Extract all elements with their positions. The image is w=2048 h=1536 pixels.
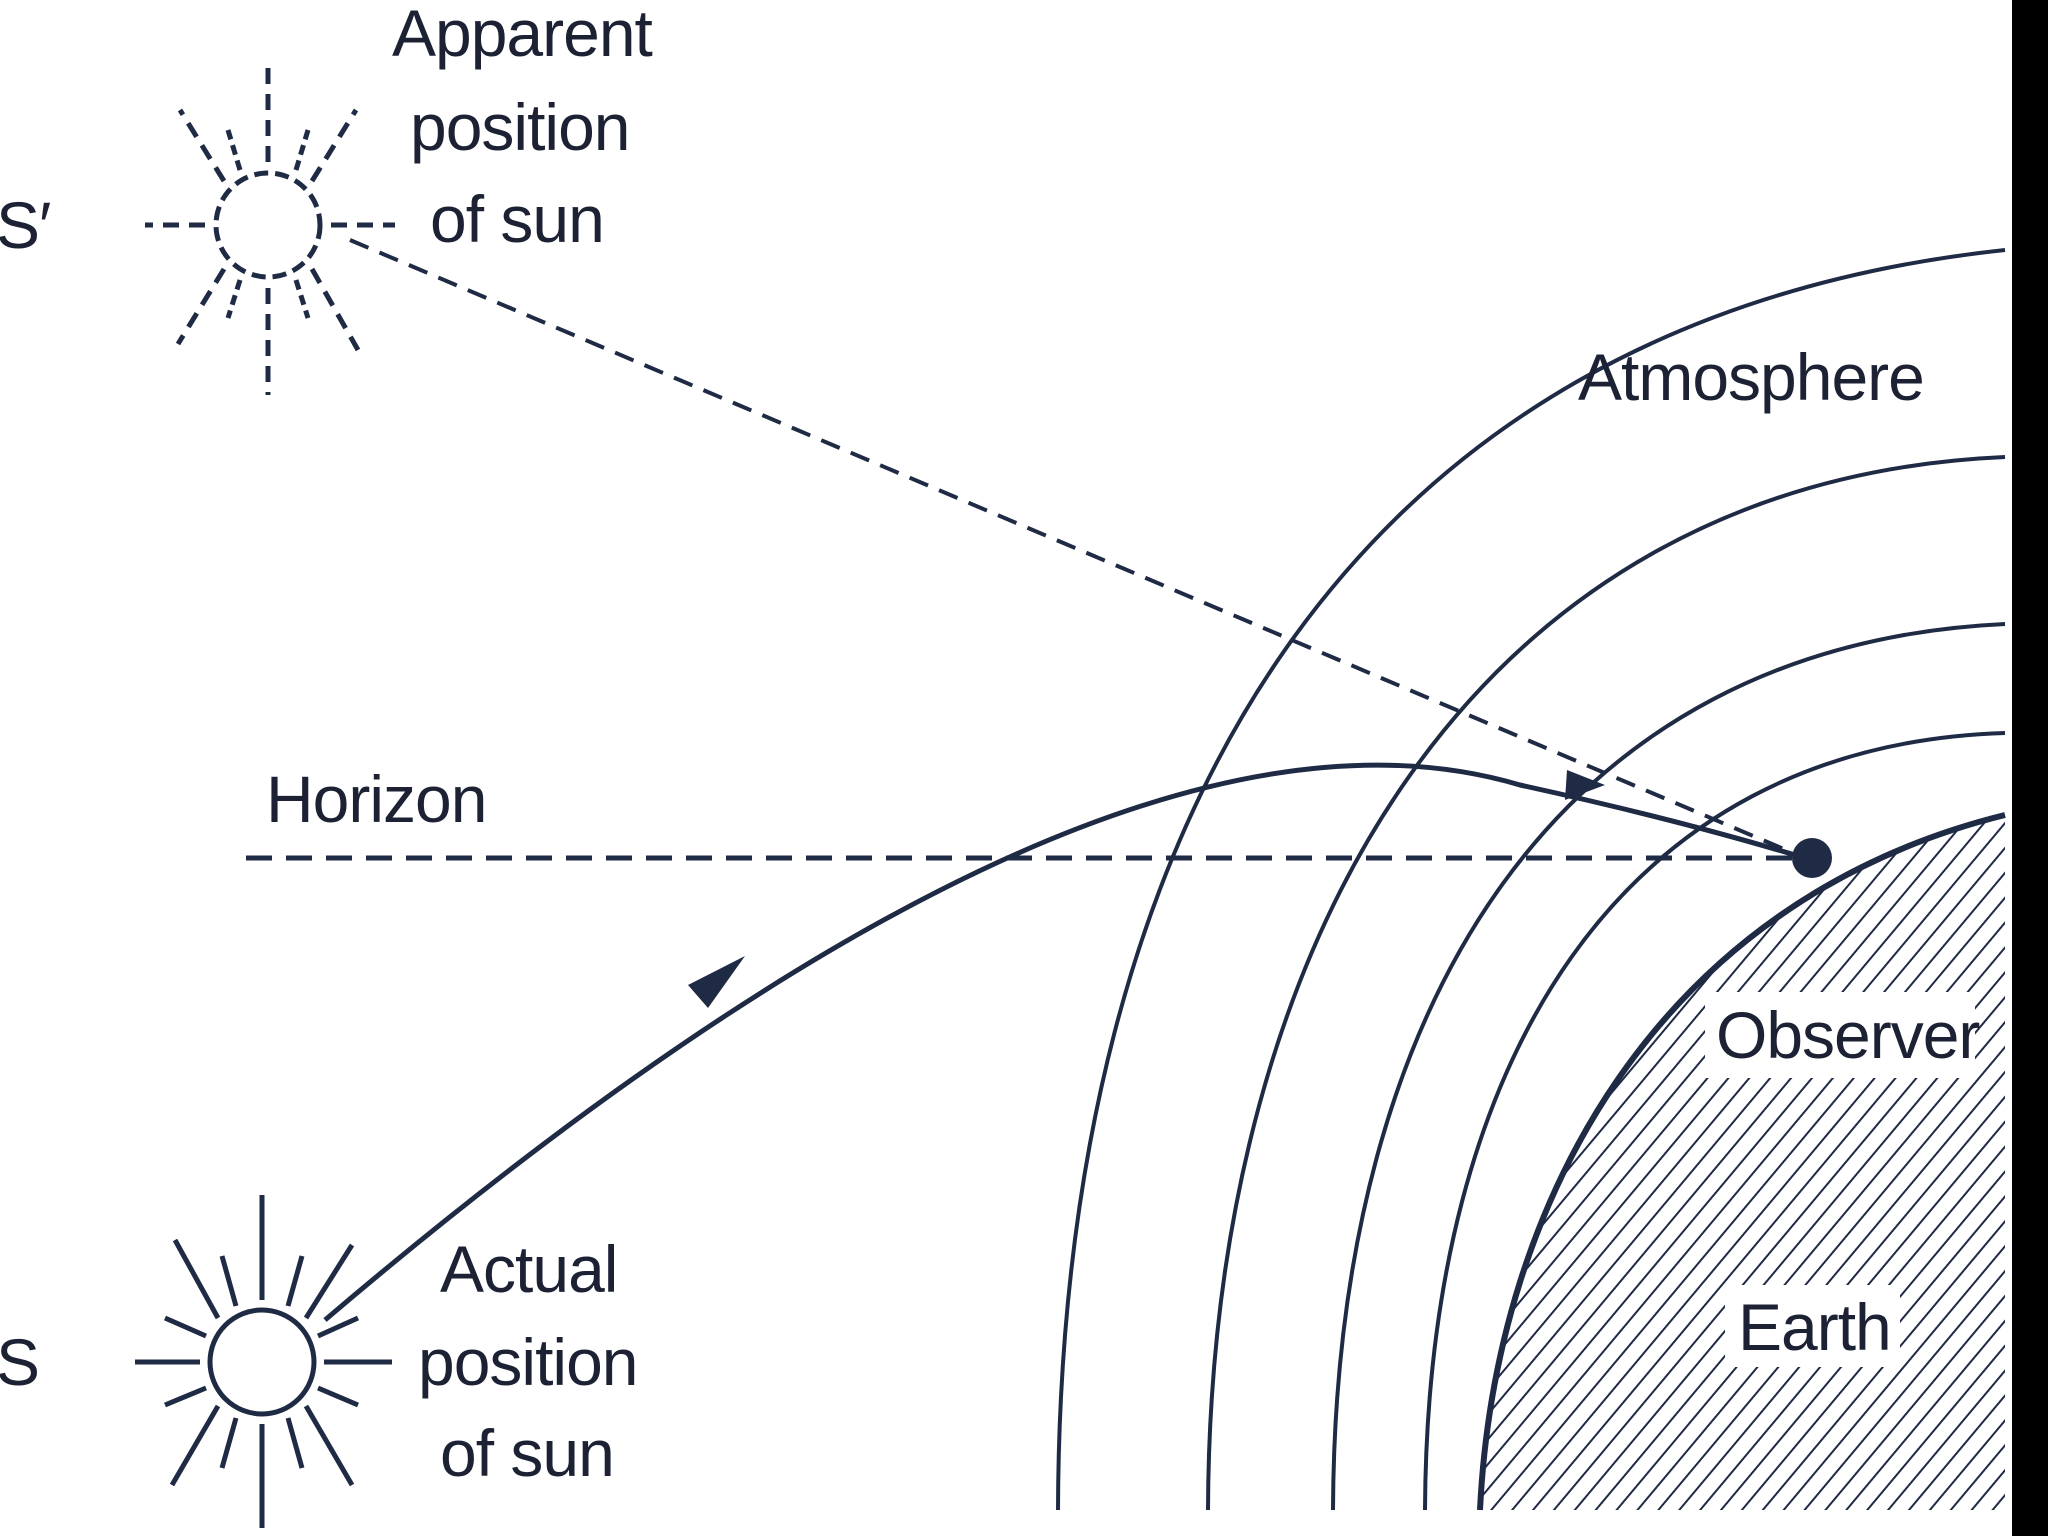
right-border [2012, 0, 2048, 1536]
apparent-sun-label-line3: of sun [430, 182, 604, 256]
actual-sun-label-line3: of sun [440, 1416, 614, 1490]
actual-sun-icon [135, 1195, 392, 1528]
observer-dot [1792, 838, 1832, 878]
atmosphere-layer-4 [1423, 731, 2006, 1511]
apparent-sun-icon [145, 64, 395, 395]
apparent-sightline [349, 238, 1806, 860]
atmosphere-label: Atmosphere [1578, 340, 1924, 414]
atmosphere-layer-1 [1056, 248, 2006, 1511]
light-arrow-1 [688, 956, 745, 1008]
earth-body [1477, 812, 2006, 1511]
atmosphere-layers [1056, 248, 2006, 1511]
apparent-sun-label-line1: Apparent [392, 0, 653, 70]
earth-label: Earth [1738, 1290, 1891, 1364]
actual-sun-label-line2: position [418, 1325, 638, 1399]
apparent-sun-marker: S′ [0, 188, 51, 262]
earth-label-bg [1725, 1285, 1900, 1367]
refracted-light-path [323, 762, 1806, 1322]
horizon-label: Horizon [266, 762, 486, 836]
observer-label-bg [1705, 992, 1975, 1078]
atmosphere-layer-2 [1206, 455, 2006, 1511]
atmosphere-layer-3 [1331, 622, 2006, 1511]
actual-sun-label-line1: Actual [440, 1232, 617, 1306]
actual-sun-marker: S [0, 1325, 39, 1399]
apparent-sun-label-line2: position [410, 90, 630, 164]
observer-label: Observer [1716, 998, 1979, 1072]
light-arrow-2 [1565, 770, 1605, 800]
